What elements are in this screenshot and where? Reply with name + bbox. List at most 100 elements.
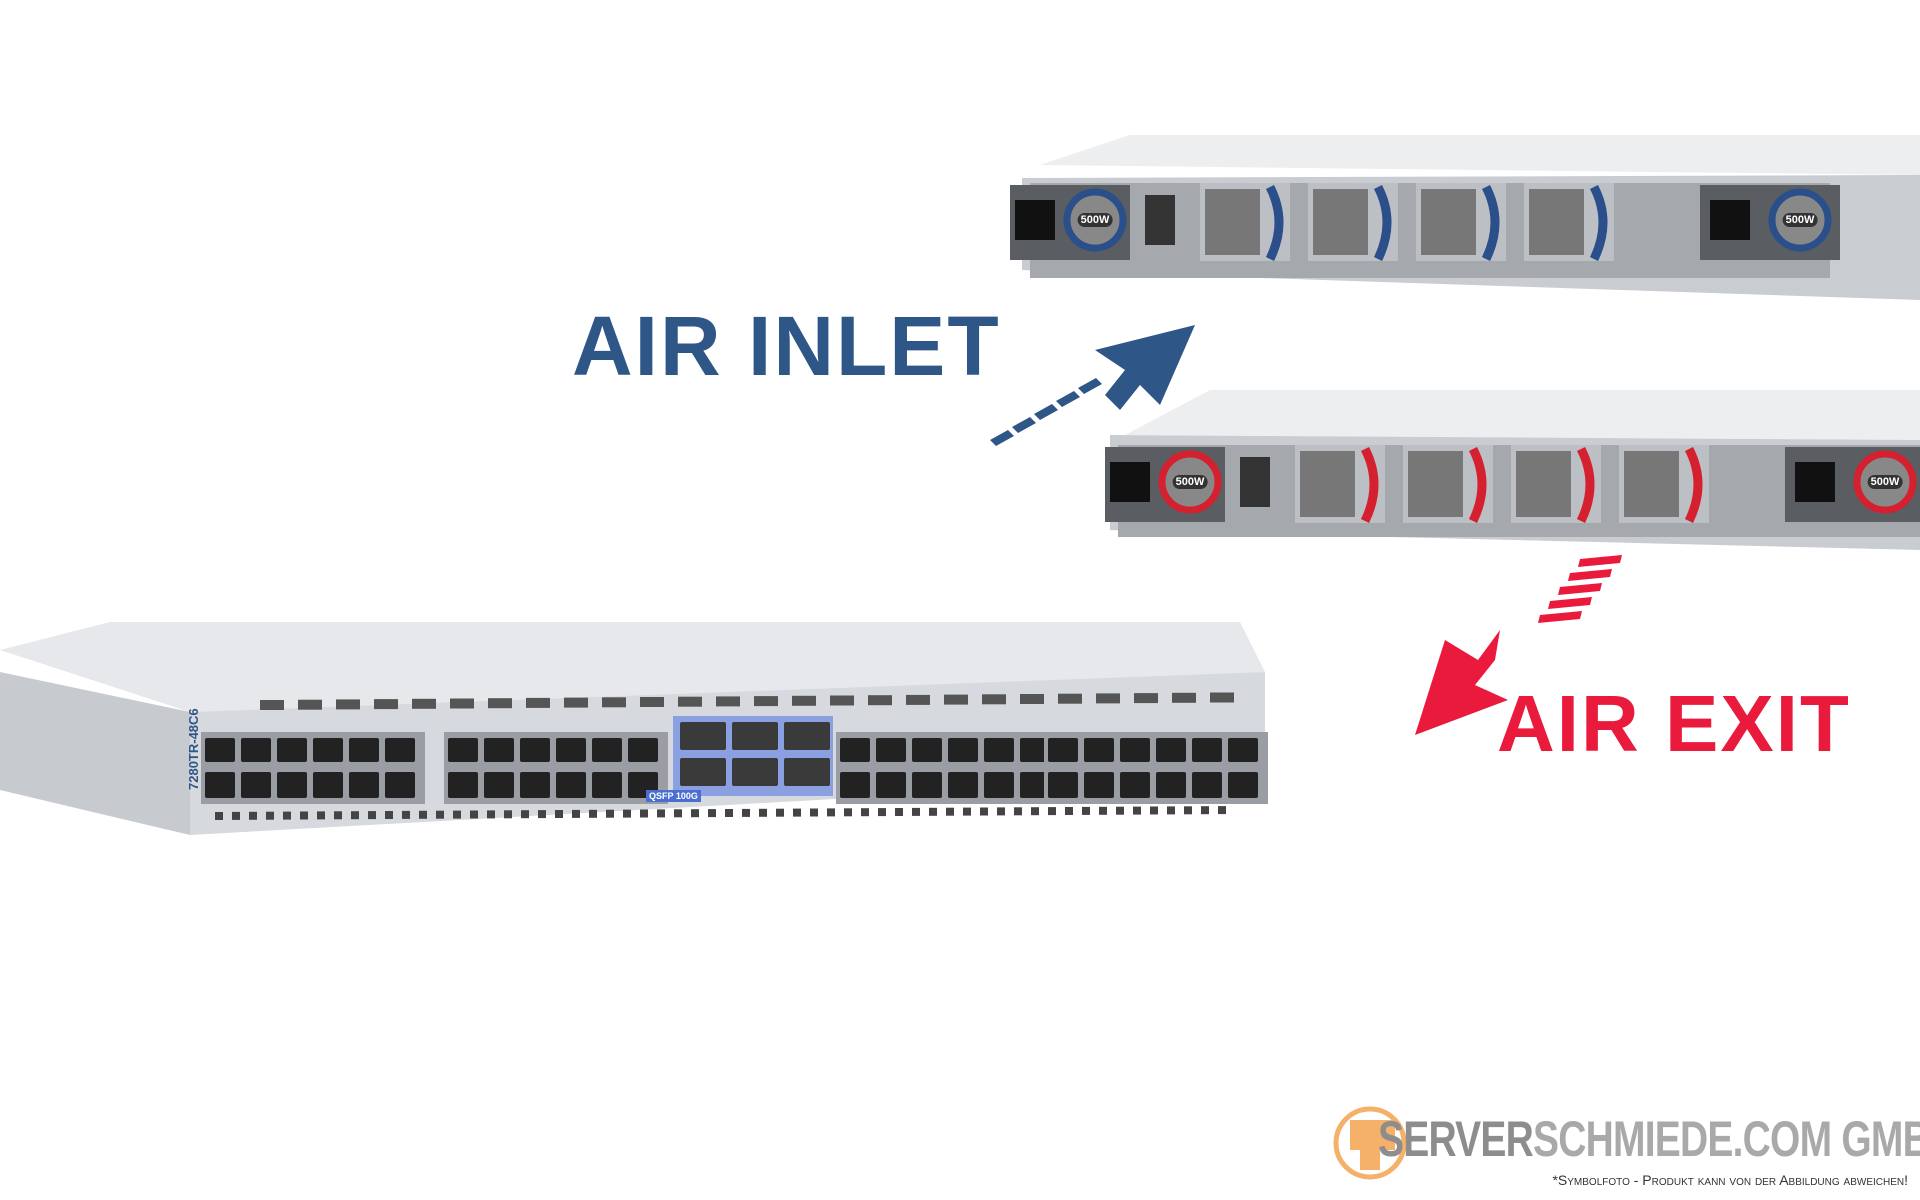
sfp-slot	[678, 696, 702, 707]
port	[912, 738, 942, 762]
port	[1020, 738, 1050, 762]
vent	[538, 810, 546, 819]
front-switch	[0, 622, 1268, 835]
arrow-dash	[1538, 611, 1582, 623]
port	[784, 758, 830, 786]
vent	[640, 809, 648, 818]
vent	[912, 807, 920, 816]
sfp-slot	[982, 694, 1006, 705]
switch-model-label: 7280TR-48C6	[186, 708, 201, 790]
port	[520, 738, 550, 762]
fan-handle	[1373, 184, 1392, 261]
vent	[1082, 806, 1090, 815]
sfp-slot	[412, 698, 436, 709]
port	[948, 738, 978, 762]
air-exit-label: AIR EXIT	[1497, 679, 1851, 768]
vent	[657, 809, 665, 818]
fan-grille	[1421, 189, 1476, 255]
fan-grille	[1516, 451, 1571, 517]
vent	[453, 810, 461, 819]
port	[628, 738, 658, 762]
vent	[895, 808, 903, 816]
sfp-slot	[1134, 693, 1158, 704]
port	[277, 772, 307, 798]
fan-handle	[1360, 446, 1379, 523]
port	[840, 738, 870, 762]
sfp-slot	[374, 699, 398, 710]
arrow-dash	[1548, 597, 1592, 609]
port	[448, 738, 478, 762]
air-inlet-arrow	[990, 325, 1195, 446]
vent	[215, 812, 223, 820]
brand-dark: SERVER	[1378, 1111, 1534, 1167]
fan-handle	[1265, 184, 1284, 261]
vent	[317, 811, 325, 820]
vent	[708, 809, 716, 818]
power-inlet	[1110, 462, 1150, 502]
sfp-slot	[716, 696, 740, 707]
vent	[776, 808, 784, 817]
port	[241, 772, 271, 798]
port	[680, 722, 726, 750]
vent	[300, 811, 308, 820]
vent	[946, 807, 954, 816]
port	[876, 738, 906, 762]
vent	[1065, 807, 1073, 815]
port	[556, 738, 586, 762]
vent	[589, 809, 597, 818]
vent	[266, 811, 274, 820]
sfp-slot	[1210, 692, 1234, 703]
port	[484, 738, 514, 762]
air-inlet-label: AIR INLET	[572, 299, 1001, 393]
port	[1228, 772, 1258, 798]
port	[732, 722, 778, 750]
management-ports	[1240, 457, 1270, 507]
serverschmiede-logo-icon	[1333, 1106, 1407, 1180]
fan-grille	[1300, 451, 1355, 517]
port	[349, 738, 379, 762]
vent	[929, 807, 937, 816]
sfp-slot	[450, 698, 474, 709]
vent	[1116, 806, 1124, 815]
sfp-slot	[564, 697, 588, 708]
port	[1084, 772, 1114, 798]
port	[1120, 738, 1150, 762]
port	[1156, 772, 1186, 798]
port	[1048, 772, 1078, 798]
sfp-slot	[830, 695, 854, 706]
port	[732, 758, 778, 786]
vent	[691, 809, 699, 818]
port	[313, 738, 343, 762]
port	[840, 772, 870, 798]
sfp-slot	[602, 697, 626, 708]
vent	[844, 808, 852, 817]
arrow-dash	[1056, 391, 1080, 407]
fan-handle	[1589, 184, 1608, 261]
sfp-slot	[944, 694, 968, 705]
psu-rating-label: 500W	[1172, 475, 1208, 489]
vent	[827, 808, 835, 817]
arrow-dash	[1078, 378, 1102, 394]
vent	[980, 807, 988, 816]
port	[556, 772, 586, 798]
arrow-dash	[990, 430, 1014, 446]
port	[385, 738, 415, 762]
port	[484, 772, 514, 798]
port	[948, 772, 978, 798]
sfp-slot	[1058, 693, 1082, 704]
vent	[674, 809, 682, 818]
port	[876, 772, 906, 798]
arrow-dash	[1578, 555, 1622, 567]
sfp-slot	[260, 700, 284, 710]
psu-rating-label: 500W	[1867, 475, 1903, 489]
sfp-slot	[1096, 693, 1120, 704]
sfp-slot	[906, 694, 930, 705]
vent	[1150, 806, 1158, 815]
vent	[1184, 806, 1192, 815]
psu-rating-label: 500W	[1782, 213, 1818, 227]
vent	[436, 810, 444, 819]
psu-rating-label: 500W	[1077, 213, 1113, 227]
port	[984, 772, 1014, 798]
vent	[334, 811, 342, 820]
fan-handle	[1576, 446, 1595, 523]
